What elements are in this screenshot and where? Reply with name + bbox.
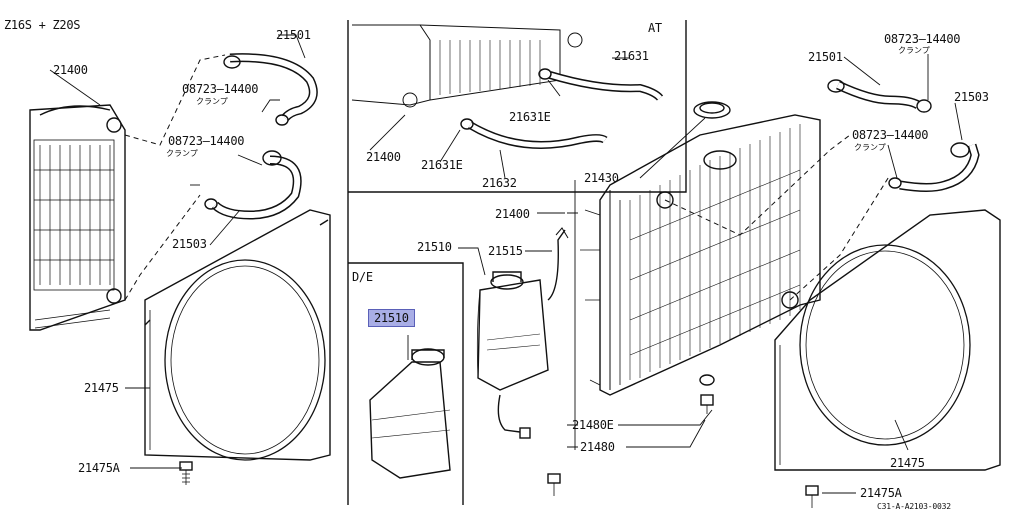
part-08723-b[interactable]: 08723—14400 [168,134,245,148]
part-21475A-left[interactable]: 21475A [78,461,120,475]
at-hose-21632 [460,118,608,149]
part-21515[interactable]: 21515 [488,244,523,258]
part-21501-right[interactable]: 21501 [808,50,843,64]
part-21480[interactable]: 21480 [580,440,615,454]
part-21503-right[interactable]: 21503 [954,90,989,104]
at-inset-radiator [351,24,583,108]
inset-at-frame [348,20,687,193]
center-reservoir [476,229,566,439]
part-21480E[interactable]: 21480E [572,418,614,432]
part-21400-left[interactable]: 21400 [53,63,88,77]
left-lower-hose [204,150,302,220]
part-21631E-a[interactable]: 21631E [509,110,551,124]
part-08723-a[interactable]: 08723—14400 [182,82,259,96]
inset-at-label: AT [648,21,662,35]
part-08723-c[interactable]: 08723—14400 [884,32,961,46]
left-fan-shroud [144,209,331,461]
right-bolt [805,485,819,508]
part-08723-d-sub: クランプ [854,143,886,152]
at-hose-21631 [538,68,664,101]
part-21510-diesel-highlighted[interactable]: 21510 [368,309,415,327]
left-upper-hose [223,53,318,126]
right-upper-hose [827,79,932,113]
part-21475A-right[interactable]: 21475A [860,486,902,500]
part-21631[interactable]: 21631 [614,49,649,63]
right-lower-hose [888,142,980,192]
part-21400-right[interactable]: 21400 [495,207,530,221]
right-radiator [580,114,821,396]
part-21475-right[interactable]: 21475 [890,456,925,470]
part-21632[interactable]: 21632 [482,176,517,190]
part-21503-left[interactable]: 21503 [172,237,207,251]
right-fan-shroud [774,209,1001,471]
part-21475-left[interactable]: 21475 [84,381,119,395]
part-08723-b-sub: クランプ [166,149,198,158]
part-08723-a-sub: クランプ [196,97,228,106]
inset-diesel-label: D/E [352,270,373,284]
part-08723-c-sub: クランプ [898,46,930,55]
reference-code: C31-A-A2103-0032 [877,502,951,511]
radiator-cap [693,101,731,119]
part-21501-left[interactable]: 21501 [276,28,311,42]
part-08723-d[interactable]: 08723—14400 [852,128,929,142]
drain-plug [699,374,715,414]
inset-diesel-frame [348,262,464,505]
diagram-title: Z16S + Z20S [4,18,81,32]
part-21430[interactable]: 21430 [584,171,619,185]
center-bolt [547,473,561,496]
part-21510-center[interactable]: 21510 [417,240,452,254]
part-21400-inset[interactable]: 21400 [366,150,401,164]
part-21631E-b[interactable]: 21631E [421,158,463,172]
diesel-reservoir [369,348,451,479]
left-radiator [29,104,126,331]
left-bolt [179,461,193,485]
